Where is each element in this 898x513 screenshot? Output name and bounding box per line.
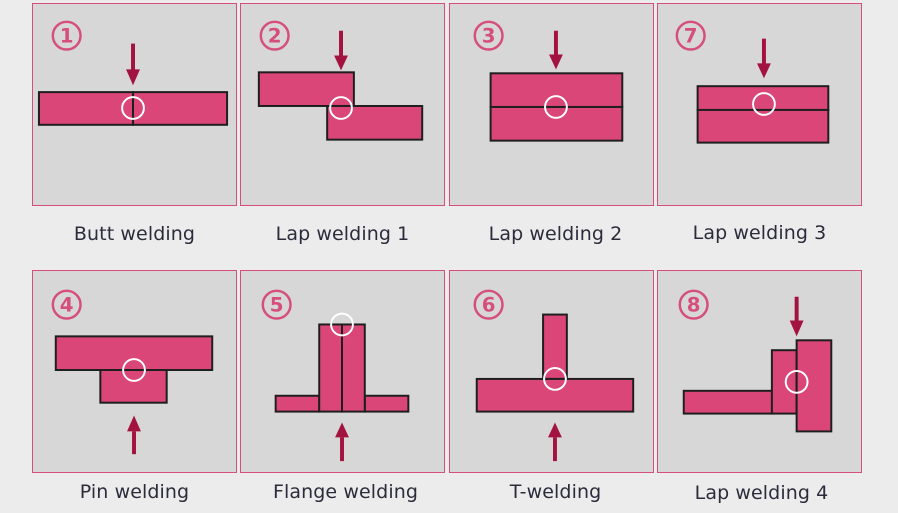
caption-t-welding: T-welding	[509, 481, 602, 503]
right-plate	[132, 91, 229, 126]
top-plate	[489, 72, 624, 108]
arrow-head	[757, 63, 771, 79]
bottom-plate	[489, 105, 624, 142]
panel-lap-welding-3: 7	[657, 3, 862, 206]
butt-joint-icon: 1	[37, 20, 229, 126]
badge-circle	[675, 20, 706, 51]
corner-lap-joint-icon: 8	[678, 289, 833, 433]
badge-number: 2	[268, 25, 282, 48]
base-plate	[475, 377, 635, 413]
weld-point-marker	[330, 312, 354, 337]
weld-point-marker	[784, 370, 809, 394]
badge-circle	[473, 289, 504, 320]
caption-lap-welding-3: Lap welding 3	[692, 222, 827, 244]
right-flange	[363, 394, 410, 413]
panel-pin-welding: 4	[32, 270, 237, 473]
arrow-head	[548, 422, 562, 438]
arrow-head	[335, 422, 349, 438]
caption-lap-welding-2: Lap welding 2	[488, 223, 623, 245]
middle-plate	[770, 349, 798, 415]
weld-point-marker	[122, 358, 146, 382]
badge-circle	[678, 289, 709, 320]
stacked-plates-icon: 3	[473, 20, 624, 142]
panel-butt-welding: 1	[32, 3, 237, 206]
badge-number: 7	[684, 25, 698, 48]
flange-joint-icon: 5	[261, 289, 410, 462]
arrow-head	[126, 69, 140, 86]
vertical-web	[542, 313, 568, 380]
pin-joint-icon: 4	[51, 289, 214, 455]
panel-t-welding: 6	[449, 270, 654, 473]
caption-lap-welding-1: Lap welding 1	[275, 223, 410, 245]
top-plate	[696, 85, 830, 111]
badge-circle	[259, 20, 290, 51]
badge-number: 5	[270, 294, 284, 317]
weld-point-marker	[752, 92, 776, 116]
badge-circle	[51, 20, 82, 51]
arrow-head	[334, 55, 348, 71]
caption-lap-welding-4: Lap welding 4	[694, 482, 829, 504]
lap-joint-offset-icon: 2	[257, 20, 424, 141]
panel-flange-welding: 5	[240, 270, 445, 473]
stacked-plates-thin-icon: 7	[675, 20, 830, 144]
badge-circle	[51, 289, 82, 320]
badge-number: 8	[687, 294, 701, 317]
right-upright	[341, 323, 366, 413]
panel-lap-welding-1: 2	[240, 3, 445, 206]
badge-circle	[473, 20, 504, 51]
caption-butt-welding: Butt welding	[73, 223, 196, 245]
badge-circle	[261, 289, 292, 320]
panel-lap-welding-4: 8	[657, 270, 862, 473]
outer-plate	[795, 339, 833, 433]
weld-point-marker	[329, 96, 353, 120]
weld-point-marker	[543, 367, 567, 391]
upper-plate	[257, 71, 355, 107]
pin-block	[99, 369, 168, 404]
arrow-head	[549, 54, 563, 70]
top-plate	[54, 335, 214, 372]
caption-pin-welding: Pin welding	[79, 481, 190, 503]
arrow-head	[789, 320, 804, 337]
badge-number: 6	[482, 294, 496, 317]
weld-point-marker	[121, 96, 145, 120]
left-flange	[274, 394, 321, 413]
left-upright	[318, 323, 343, 413]
weld-point-marker	[544, 95, 568, 119]
caption-flange-welding: Flange welding	[272, 481, 419, 503]
badge-number: 1	[60, 25, 74, 48]
badge-number: 3	[482, 25, 496, 48]
arrow-head	[127, 415, 141, 432]
left-plate	[37, 91, 135, 126]
horizontal-plate	[682, 389, 774, 415]
t-joint-icon: 6	[473, 289, 635, 462]
lower-plate	[326, 104, 424, 141]
panel-lap-welding-2: 3	[449, 3, 654, 206]
badge-number: 4	[60, 294, 74, 317]
